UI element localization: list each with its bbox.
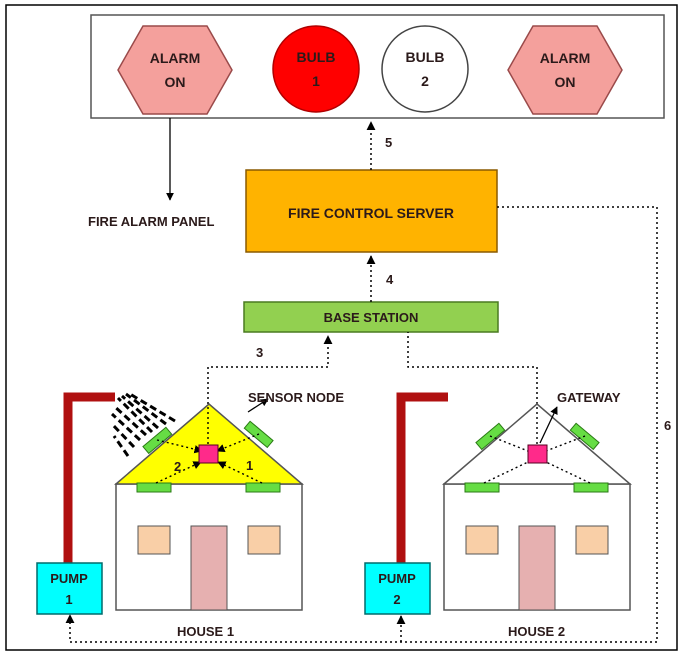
- house-1-gateway-node: [198, 444, 219, 464]
- base-station-label: BASE STATION: [324, 310, 419, 325]
- step-6-label: 6: [664, 418, 671, 433]
- alarm-left-indicator: ALARM ON: [117, 25, 233, 115]
- pump-1: PUMP 1: [36, 562, 103, 615]
- bulb-2-line2: 2: [421, 73, 429, 89]
- bulb-1-line1: BULB: [297, 49, 336, 65]
- house-1-sensor-bottom-right: [245, 482, 281, 493]
- bulb-2-line1: BULB: [406, 49, 445, 65]
- house-2-sensor-bottom-right: [573, 482, 609, 493]
- pump-2-line1: PUMP: [378, 571, 416, 586]
- step-3-label: 3: [256, 345, 263, 360]
- house-1-roof: [113, 403, 305, 485]
- pump-1-line1: PUMP: [50, 571, 88, 586]
- house-2-link-bottom-right: [545, 461, 591, 484]
- alarm-right-indicator: ALARM ON: [507, 25, 623, 115]
- house-2-window-left: [465, 525, 499, 555]
- house-1-door: [190, 525, 228, 611]
- house-2-link-bottom-left: [483, 461, 529, 484]
- pump-2-pipe: [396, 392, 448, 565]
- house-1-link-bottom-right: [217, 461, 263, 484]
- step-5-label: 5: [385, 135, 392, 150]
- base-station: BASE STATION: [243, 301, 499, 333]
- pump-2-line2: 2: [393, 592, 400, 607]
- arrow-3: [207, 335, 333, 404]
- fire-alarm-panel-label: FIRE ALARM PANEL: [88, 214, 214, 229]
- pump-2: PUMP 2: [364, 562, 431, 615]
- house-1-sensor-bottom-left: [136, 482, 172, 493]
- house-2: GATEWAY: [441, 390, 633, 611]
- house-2-link-right: [545, 435, 586, 452]
- bulb-1-line2: 1: [312, 73, 320, 89]
- house-1-window-left: [137, 525, 171, 555]
- house-1-step-2: 2: [174, 459, 181, 474]
- house-2-gateway-node: [527, 444, 548, 464]
- house-1-step-1: 1: [246, 458, 253, 473]
- pump-1-line2: 1: [65, 592, 72, 607]
- house-1-window-right: [247, 525, 281, 555]
- alarm-right-line2: ON: [555, 74, 576, 90]
- gateway-pointer: [539, 406, 558, 444]
- alarm-left-line1: ALARM: [150, 50, 201, 66]
- fire-alarm-panel: ALARM ON BULB 1 BULB 2 ALARM ON: [90, 14, 665, 119]
- arrow-6: [65, 206, 658, 643]
- alarm-right-line1: ALARM: [540, 50, 591, 66]
- house-2-door: [518, 525, 556, 611]
- bulb-1-indicator: BULB 1: [272, 25, 360, 113]
- step-4-label: 4: [386, 272, 394, 287]
- house-1: 2 1 SENSOR NODE: [110, 390, 344, 611]
- server-label: FIRE CONTROL SERVER: [288, 205, 454, 221]
- house-2-link-left: [489, 435, 529, 452]
- house-2-label: HOUSE 2: [508, 624, 565, 639]
- sensor-node-label: SENSOR NODE: [248, 390, 344, 405]
- house-2-window-right: [575, 525, 609, 555]
- bulb-2-indicator: BULB 2: [381, 25, 469, 113]
- gateway-label: GATEWAY: [557, 390, 621, 405]
- house-1-link-bottom-left: [155, 461, 202, 484]
- house-2-sensor-bottom-left: [464, 482, 500, 493]
- fire-control-server: FIRE CONTROL SERVER: [245, 169, 498, 253]
- fire-spray: [110, 392, 176, 457]
- sensor-node-pointer: [247, 398, 269, 413]
- house2-to-base-link: [407, 332, 538, 404]
- pump-1-pipe: [63, 392, 115, 565]
- house-1-label: HOUSE 1: [177, 624, 234, 639]
- alarm-left-line2: ON: [165, 74, 186, 90]
